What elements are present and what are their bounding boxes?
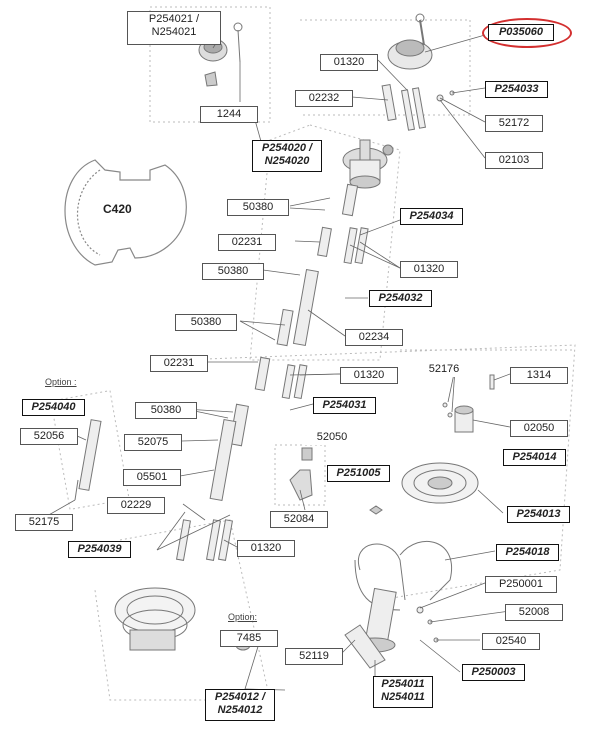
label-52075[interactable]: 52075 xyxy=(124,434,182,451)
label-p254020[interactable]: P254020 / N254020 xyxy=(252,140,322,172)
label-52176[interactable]: 52176 xyxy=(422,362,466,377)
p035060-part xyxy=(387,13,433,70)
p254040-part xyxy=(74,419,102,501)
label-52050[interactable]: 52050 xyxy=(303,430,361,445)
label-p254011[interactable]: P254011 N254011 xyxy=(373,676,433,708)
p254011-stand xyxy=(344,587,439,669)
label-1314[interactable]: 1314 xyxy=(510,367,568,384)
option-bottom-caption: Option: xyxy=(228,612,258,622)
label-01320-top[interactable]: 01320 xyxy=(320,54,378,71)
p254013-reel xyxy=(401,462,479,504)
label-50380-b[interactable]: 50380 xyxy=(202,263,264,280)
label-50380-c[interactable]: 50380 xyxy=(175,314,237,331)
label-p254018[interactable]: P254018 xyxy=(496,544,559,561)
top-tubes xyxy=(381,83,455,131)
label-02232[interactable]: 02232 xyxy=(295,90,353,107)
label-05501[interactable]: 05501 xyxy=(123,469,181,486)
label-01320-b[interactable]: 01320 xyxy=(400,261,458,278)
label-50380-a[interactable]: 50380 xyxy=(227,199,289,216)
label-p254033[interactable]: P254033 xyxy=(485,81,548,98)
label-p250003[interactable]: P250003 xyxy=(462,664,525,681)
label-1244[interactable]: 1244 xyxy=(200,106,258,123)
label-02050[interactable]: 02050 xyxy=(510,420,568,437)
label-52119[interactable]: 52119 xyxy=(285,648,343,665)
label-02103[interactable]: 02103 xyxy=(485,152,543,169)
p254018-frame xyxy=(354,540,453,611)
highlight-circle xyxy=(482,18,572,48)
label-p254021[interactable]: P254021 / N254021 xyxy=(127,11,221,45)
p251005-part xyxy=(289,447,383,515)
label-52056[interactable]: 52056 xyxy=(20,428,78,445)
label-p035060[interactable]: P035060 xyxy=(488,24,554,41)
p254012-base xyxy=(114,587,251,651)
label-p254014[interactable]: P254014 xyxy=(503,449,566,466)
option-left-caption: Option : xyxy=(45,377,77,387)
label-52084[interactable]: 52084 xyxy=(270,511,328,528)
label-01320-c[interactable]: 01320 xyxy=(340,367,398,384)
label-02229[interactable]: 02229 xyxy=(107,497,165,514)
main-column-tubes xyxy=(175,183,369,561)
label-52172[interactable]: 52172 xyxy=(485,115,543,132)
p254020-part xyxy=(342,139,394,189)
label-p254040[interactable]: P254040 xyxy=(22,399,85,416)
label-p254031[interactable]: P254031 xyxy=(313,397,376,414)
label-7485[interactable]: 7485 xyxy=(220,630,278,647)
label-p254032[interactable]: P254032 xyxy=(369,290,432,307)
label-02540[interactable]: 02540 xyxy=(482,633,540,650)
p254014-part xyxy=(442,374,495,433)
label-p254039[interactable]: P254039 xyxy=(68,541,131,558)
label-p254034[interactable]: P254034 xyxy=(400,208,463,225)
label-p254012[interactable]: P254012 / N254012 xyxy=(205,689,275,721)
label-p254013[interactable]: P254013 xyxy=(507,506,570,523)
label-02231-a[interactable]: 02231 xyxy=(218,234,276,251)
label-02234[interactable]: 02234 xyxy=(345,329,403,346)
label-p250001[interactable]: P250001 xyxy=(485,576,557,593)
label-01320-d[interactable]: 01320 xyxy=(237,540,295,557)
c420-ring xyxy=(64,159,187,266)
label-52175[interactable]: 52175 xyxy=(15,514,73,531)
label-52008[interactable]: 52008 xyxy=(505,604,563,621)
label-c420: C420 xyxy=(103,202,132,216)
label-02231-b[interactable]: 02231 xyxy=(150,355,208,372)
label-p251005[interactable]: P251005 xyxy=(327,465,390,482)
label-50380-d[interactable]: 50380 xyxy=(135,402,197,419)
